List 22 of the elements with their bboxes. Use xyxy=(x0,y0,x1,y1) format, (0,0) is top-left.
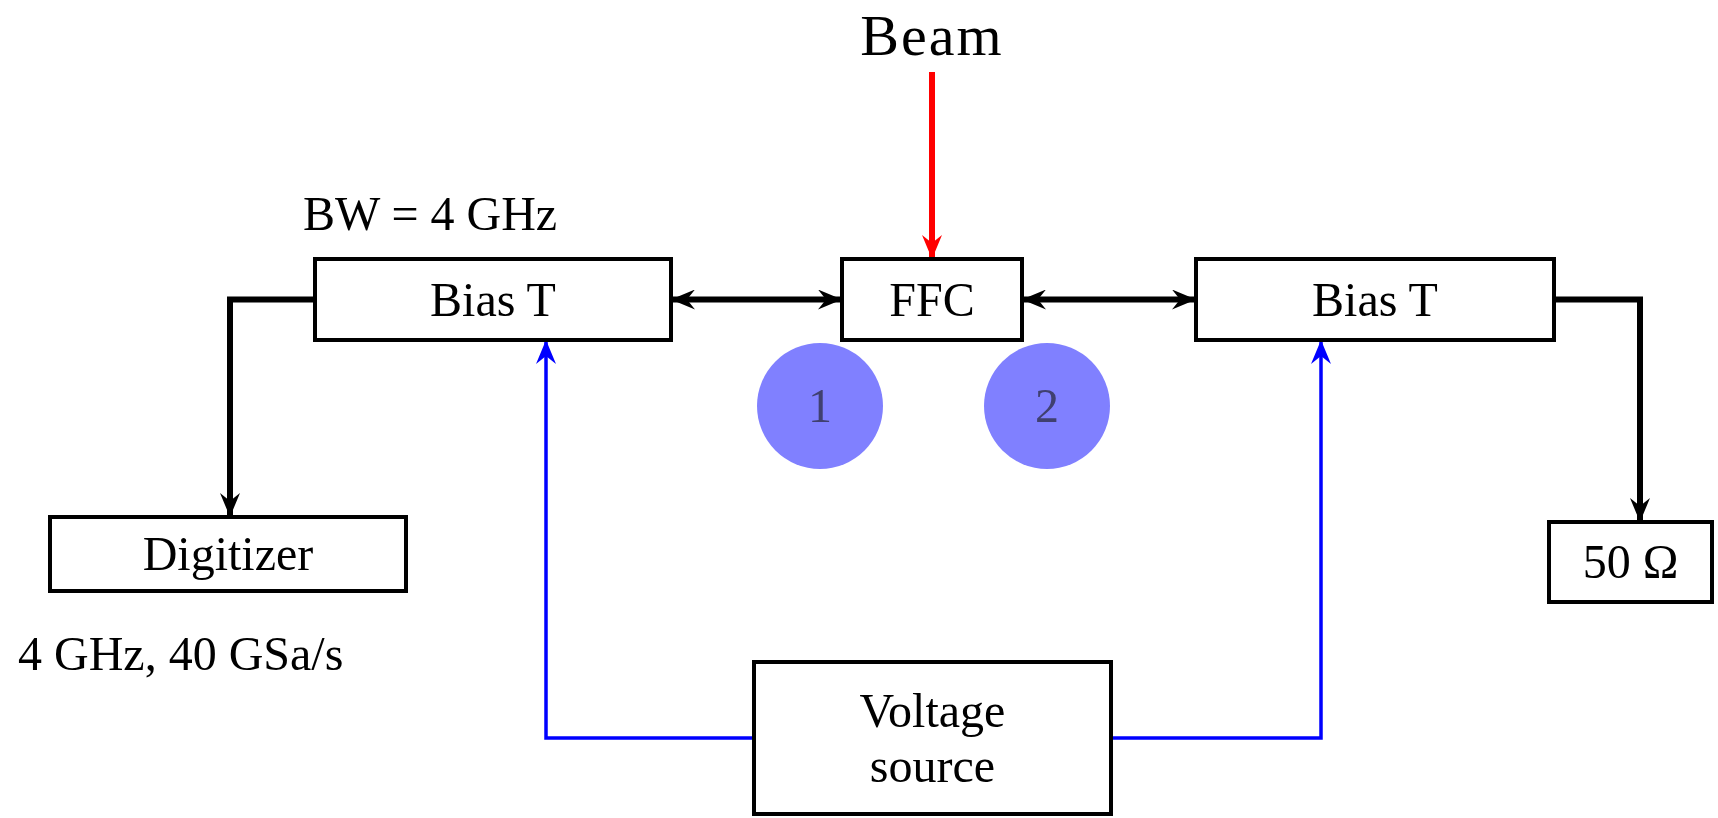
box-label: 1 xyxy=(808,378,832,434)
arrow xyxy=(220,296,313,517)
block-box xyxy=(1547,520,1714,604)
block-box xyxy=(840,257,1024,342)
annotation-text: 4 GHz, 40 GSa/s xyxy=(18,626,344,681)
arrow xyxy=(922,72,942,259)
box-label: Bias T xyxy=(430,271,556,328)
block-box xyxy=(48,515,408,593)
arrow xyxy=(1556,296,1650,522)
box-label: FFC xyxy=(889,271,975,328)
box-label: Bias T xyxy=(1312,271,1438,328)
arrow xyxy=(536,340,752,740)
block-box xyxy=(1194,257,1556,342)
box-label: Digitizer xyxy=(142,526,314,582)
box-label: 50 Ω xyxy=(1582,534,1679,590)
box-label: 2 xyxy=(1035,378,1059,434)
annotation-text: BW = 4 GHz xyxy=(303,186,558,241)
box-label: Voltage source xyxy=(858,682,1007,794)
arrow xyxy=(1113,340,1331,740)
box-label: Beam xyxy=(860,2,1004,70)
block-box xyxy=(752,660,1113,816)
block-box xyxy=(313,257,673,342)
